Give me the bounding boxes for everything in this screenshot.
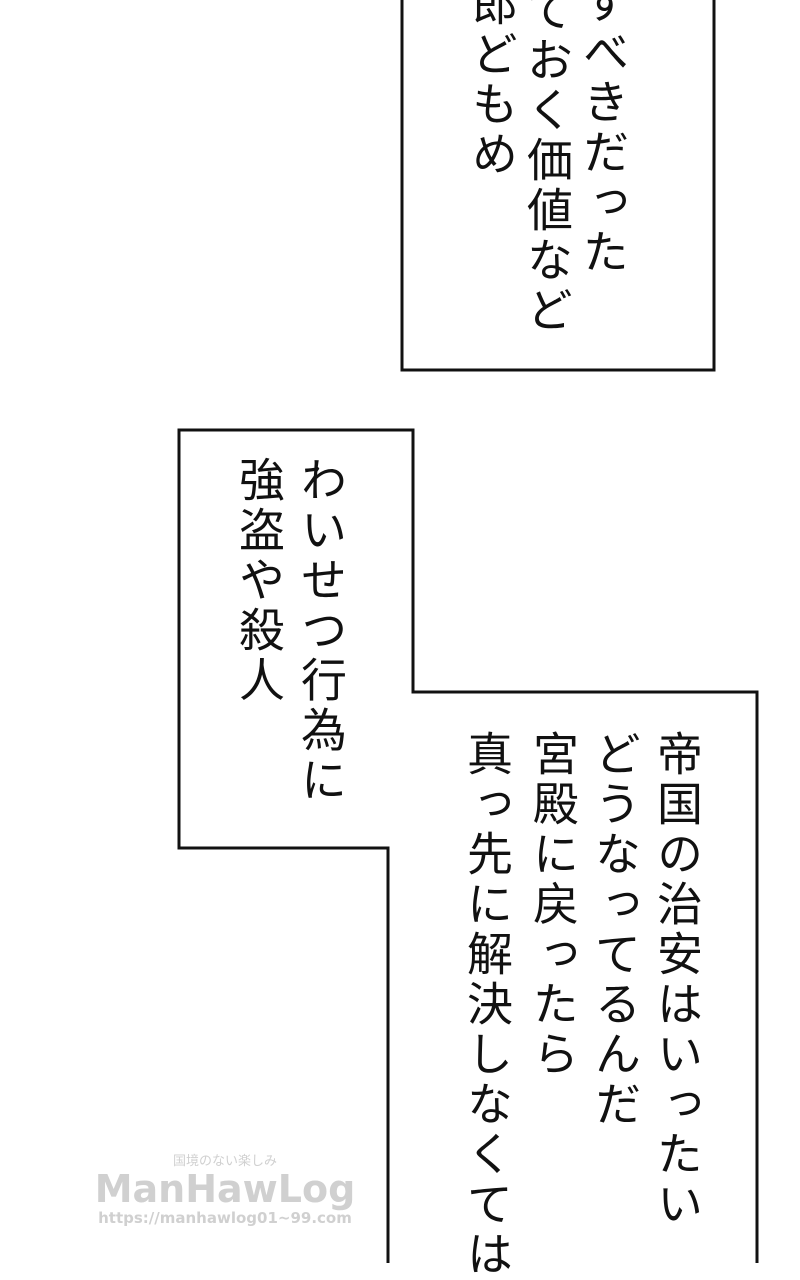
stepped-caption-box bbox=[177, 428, 759, 1263]
right-caption-line-4: 真っ先に解決しなくては bbox=[460, 730, 514, 1280]
right-caption-line-3: 宮殿に戻ったら bbox=[526, 730, 580, 1080]
left-caption-line-2: 強盗や殺人 bbox=[232, 456, 286, 706]
top-caption-line-1: すべきだった bbox=[576, 0, 630, 278]
watermark-url: https://manhawlog01~99.com bbox=[98, 1209, 352, 1227]
top-caption-line-2: ておく価値など bbox=[520, 0, 574, 336]
watermark: 国境のない楽しみ ManHawLog https://manhawlog01~9… bbox=[80, 1150, 370, 1227]
top-caption-line-3: 郎どもめ bbox=[465, 0, 519, 180]
left-caption-line-1: わいせつ行為に bbox=[294, 456, 348, 806]
watermark-tagline: 国境のない楽しみ bbox=[172, 1154, 277, 1169]
watermark-brand: ManHawLog bbox=[94, 1167, 356, 1211]
right-caption-line-1: 帝国の治安はいったい bbox=[650, 730, 704, 1230]
top-caption-box bbox=[400, 0, 716, 372]
right-caption-line-2: どうなってるんだ bbox=[588, 730, 642, 1130]
